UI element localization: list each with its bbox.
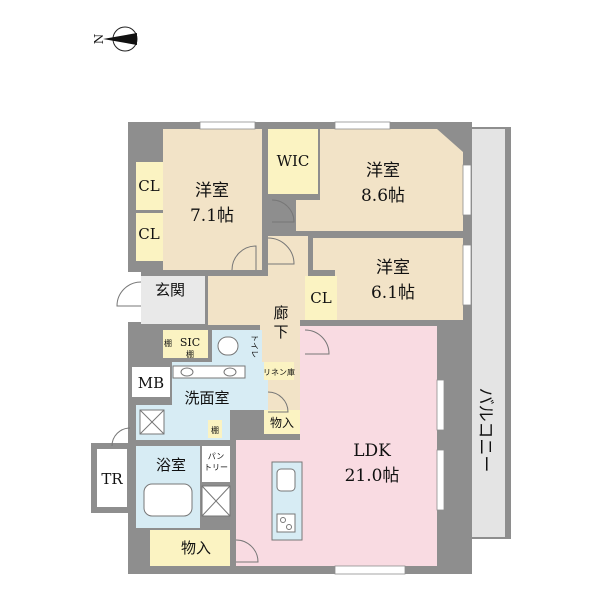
window-room1	[199, 121, 256, 130]
window-ldk-east-1	[436, 379, 445, 431]
window-east-2	[462, 244, 472, 306]
pantry-label-1: パン	[208, 452, 224, 461]
tr-label: TR	[101, 470, 123, 488]
balcony-label: バルコニー	[475, 388, 495, 473]
mono1-label: 物入	[270, 416, 294, 430]
linen-closet	[264, 362, 294, 380]
mono2-label: 物入	[181, 539, 211, 557]
burner-1	[280, 517, 286, 523]
door-washroom	[267, 391, 289, 413]
senmen-label: 洗面室	[184, 389, 229, 407]
compass: N	[92, 26, 138, 52]
pantry-cross-2	[201, 485, 231, 517]
pantry	[202, 446, 230, 482]
sic-label: SIC	[180, 336, 200, 349]
washroom	[136, 362, 268, 440]
storage-hallway	[264, 410, 300, 434]
cl2-label: CL	[138, 225, 159, 243]
cl1-label: CL	[138, 177, 159, 195]
door-room1	[231, 245, 257, 271]
mb-label: MB	[138, 374, 164, 392]
kitchen-sink-icon	[276, 468, 296, 492]
rouka-label-1: 廊	[273, 304, 288, 322]
washbasin-counter	[172, 365, 246, 379]
storage-bottom	[150, 530, 230, 566]
mb	[132, 367, 170, 397]
shelf-1-box	[163, 330, 173, 358]
bathroom-label: 浴室	[156, 456, 186, 474]
room-western-1	[163, 129, 262, 270]
linen-label: リネン庫	[263, 367, 295, 377]
room-western-2	[296, 129, 463, 231]
stove-icon	[276, 513, 296, 533]
closet-2	[136, 213, 163, 261]
window-east-1	[462, 164, 472, 216]
shelf2-label: 棚	[186, 349, 194, 359]
cl3-label: CL	[310, 289, 331, 307]
window-room2	[334, 121, 391, 130]
wic	[268, 129, 318, 194]
shelf3-label: 棚	[211, 425, 219, 435]
shelf1-label: 棚	[164, 338, 172, 348]
western2-name: 洋室	[366, 161, 400, 181]
compass-needle-icon	[103, 33, 137, 45]
washbasin-icon-2	[223, 367, 237, 377]
ldk-name: LDK	[353, 441, 391, 461]
sic	[172, 330, 208, 358]
toilet-label: トイレ	[250, 334, 259, 358]
bathtub-icon	[143, 483, 193, 517]
door-storage-bottom	[235, 539, 259, 563]
closet-3	[305, 276, 337, 320]
balcony-rail	[505, 128, 511, 538]
window-ldk-bottom	[334, 565, 406, 575]
genkan	[141, 276, 205, 324]
door-tr	[111, 427, 131, 447]
western2-size: 8.6帖	[361, 186, 405, 206]
washbasin-icon-1	[180, 367, 194, 377]
burner-2	[286, 524, 292, 530]
door-ldk	[304, 329, 330, 355]
window-ldk-east-2	[436, 449, 445, 511]
washer-cross-2	[139, 409, 165, 435]
ldk-size: 21.0帖	[345, 466, 400, 486]
entrance-door-area	[120, 272, 141, 322]
pantry-label-2: トリー	[204, 463, 228, 472]
rouka-label-2: 下	[273, 323, 288, 341]
room-western-3	[313, 238, 463, 320]
door-room3	[267, 237, 295, 265]
shelf-3-box	[208, 420, 222, 438]
door-room2	[271, 199, 295, 223]
door-entrance	[116, 281, 142, 307]
toilet-bowl-icon	[217, 336, 239, 356]
western1-size: 7.1帖	[190, 206, 234, 226]
north-label: N	[92, 34, 106, 45]
wic-label: WIC	[277, 152, 310, 170]
western3-size: 6.1帖	[371, 283, 415, 303]
western1-name: 洋室	[195, 181, 229, 201]
hallway-entry	[268, 236, 308, 276]
closet-1	[136, 162, 163, 210]
genkan-label: 玄関	[155, 281, 185, 299]
western3-name: 洋室	[376, 258, 410, 278]
